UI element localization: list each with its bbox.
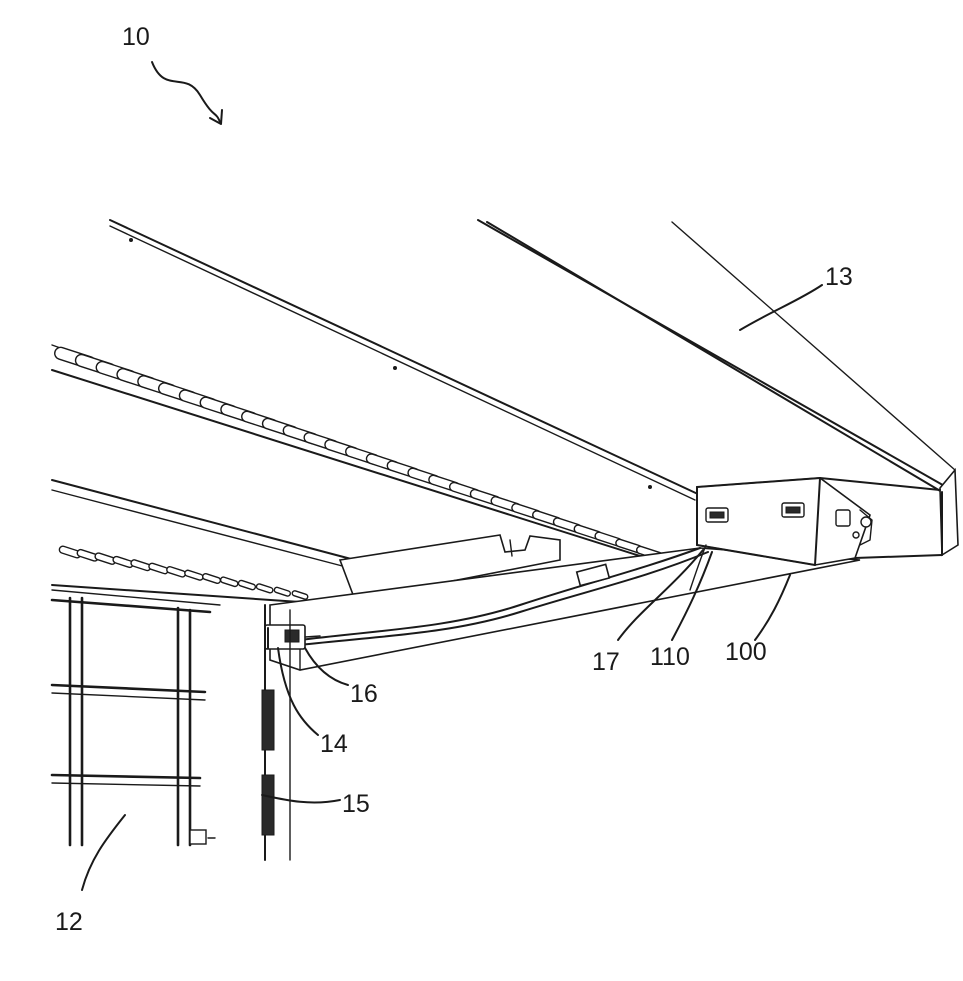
label-12: 12 [55,908,83,936]
vent-slot [166,566,186,578]
vent-slot [238,580,256,591]
label-10: 10 [122,23,150,51]
vent-slot [202,573,221,584]
vent-slot [184,569,204,580]
vent-slot [256,583,274,593]
vent-slot [220,576,239,587]
label-16: 16 [350,680,378,708]
label-14: 14 [320,730,348,758]
label-100: 100 [725,638,767,666]
vent-slot [130,559,151,571]
label-13: 13 [825,263,853,291]
frame-12 [52,598,215,845]
label-17: 17 [592,648,620,676]
label-110: 110 [650,643,690,671]
slotted-channel-upper [52,220,700,575]
vent-slot [274,587,291,597]
vent-slot [148,562,169,574]
lead-lines [82,62,822,890]
label-15: 15 [342,790,370,818]
vent-slot [292,590,309,600]
